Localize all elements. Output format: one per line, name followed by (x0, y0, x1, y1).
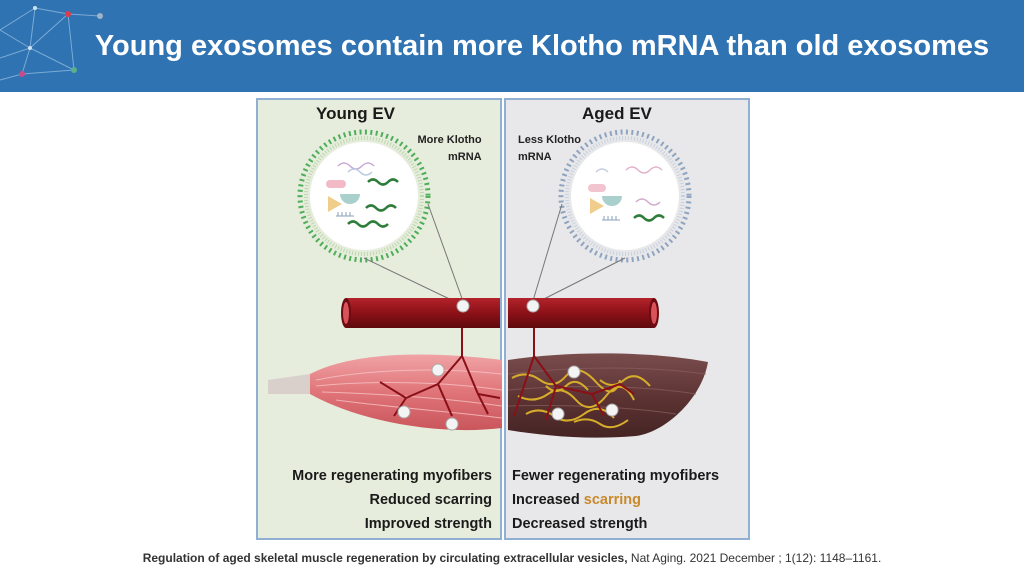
aged-outcomes: Fewer regenerating myofibers Increased s… (512, 464, 719, 536)
young-outcome-1: More regenerating myofibers (292, 468, 492, 484)
citation: Regulation of aged skeletal muscle regen… (0, 551, 1024, 565)
young-muscle (268, 328, 503, 431)
citation-title: Regulation of aged skeletal muscle regen… (142, 551, 628, 565)
young-vesicle-icon (297, 129, 431, 263)
aged-ev-title: Aged EV (582, 104, 652, 123)
klotho-figure: Young EV Aged EV More Klotho mRNA Less K… (256, 98, 750, 542)
aged-outcome-3: Decreased strength (512, 516, 648, 532)
network-decoration-icon (0, 6, 103, 81)
aged-ev-note: Less Klotho mRNA (518, 134, 581, 163)
aged-muscle (507, 328, 708, 438)
young-ev-title: Young EV (316, 104, 396, 123)
title-banner: Young exosomes contain more Klotho mRNA … (0, 0, 1024, 92)
young-outcome-2: Reduced scarring (369, 492, 493, 508)
young-outcomes: More regenerating myofibers Reduced scar… (292, 464, 492, 536)
aged-vesicle-icon (558, 129, 692, 263)
young-ev-note: More Klotho mRNA (417, 134, 482, 163)
young-outcome-3: Improved strength (364, 516, 492, 532)
citation-source: Nat Aging. 2021 December ; 1(12): 1148–1… (627, 551, 882, 565)
aged-blood-vessel (508, 298, 659, 328)
young-blood-vessel (341, 298, 500, 328)
aged-outcome-1: Fewer regenerating myofibers (512, 468, 720, 484)
illustration (268, 129, 708, 438)
slide-title: Young exosomes contain more Klotho mRNA … (94, 30, 990, 62)
aged-outcome-2: Increased scarring (512, 492, 641, 508)
